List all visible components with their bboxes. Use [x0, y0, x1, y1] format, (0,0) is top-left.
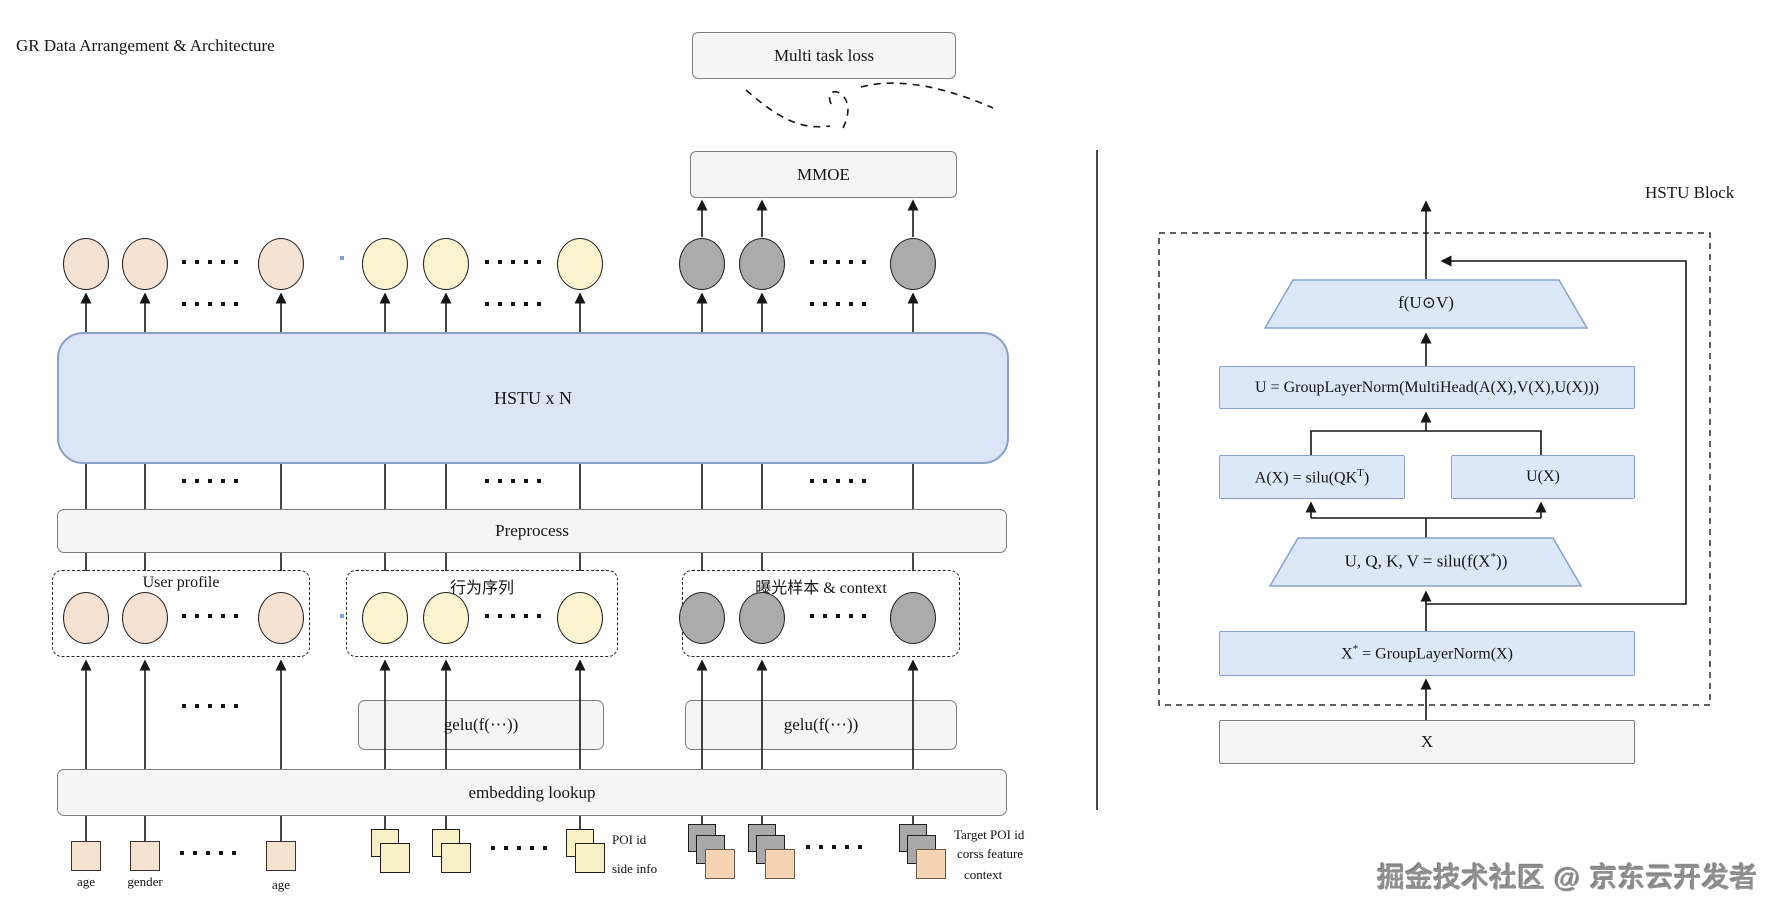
ux-box: U(X) — [1451, 455, 1635, 499]
u-grouplayernorm-box: U = GroupLayerNorm(MultiHead(A(X),V(X),U… — [1219, 366, 1635, 409]
group-exposure-context-label: 曝光样本 & context — [755, 580, 887, 597]
embedding-lookup-label: embedding lookup — [468, 782, 596, 802]
gelu-box-behavior: gelu(f(⋯)) — [358, 700, 604, 750]
x-input-box: X — [1219, 720, 1635, 764]
hstu-label: HSTU x N — [493, 387, 572, 408]
u-grouplayernorm-label: U = GroupLayerNorm(MultiHead(A(X),V(X),U… — [1254, 378, 1600, 396]
x-input-label: X — [1420, 732, 1434, 751]
preprocess-label: Preprocess — [495, 521, 569, 540]
gelu-label: gelu(f(⋯)) — [443, 715, 519, 734]
ux-label: U(X) — [1526, 468, 1560, 485]
multi-task-loss-box: Multi task loss — [692, 32, 956, 79]
gelu-label: gelu(f(⋯)) — [783, 715, 859, 734]
hstu-block-dashed-border — [1158, 232, 1711, 706]
ax-silu-box: A(X) = silu(QKT) — [1219, 455, 1405, 499]
hstu-stack-box: HSTU x N — [57, 332, 1009, 464]
group-user-profile-label: User profile — [142, 574, 220, 591]
uqkv-trapezoid — [1268, 537, 1583, 587]
embedding-lookup-box: embedding lookup — [57, 769, 1007, 816]
hstu-block-connectors — [1158, 200, 1711, 720]
gelu-box-exposure: gelu(f(⋯)) — [685, 700, 957, 750]
xstar-grouplayernorm-label: X* = GroupLayerNorm(X) — [1341, 643, 1513, 663]
multi-task-loss-label: Multi task loss — [773, 45, 875, 65]
ax-silu-label: A(X) = silu(QKT) — [1254, 466, 1370, 487]
mmoe-box: MMOE — [690, 151, 957, 198]
mmoe-label: MMOE — [797, 164, 850, 184]
group-user-profile: User profile — [52, 570, 310, 657]
preprocess-box: Preprocess — [57, 509, 1007, 553]
xstar-grouplayernorm-box: X* = GroupLayerNorm(X) — [1219, 631, 1635, 676]
f-uv-trapezoid — [1263, 279, 1589, 329]
loss-squiggle — [745, 82, 994, 129]
residual-connection-line — [1426, 255, 1687, 605]
